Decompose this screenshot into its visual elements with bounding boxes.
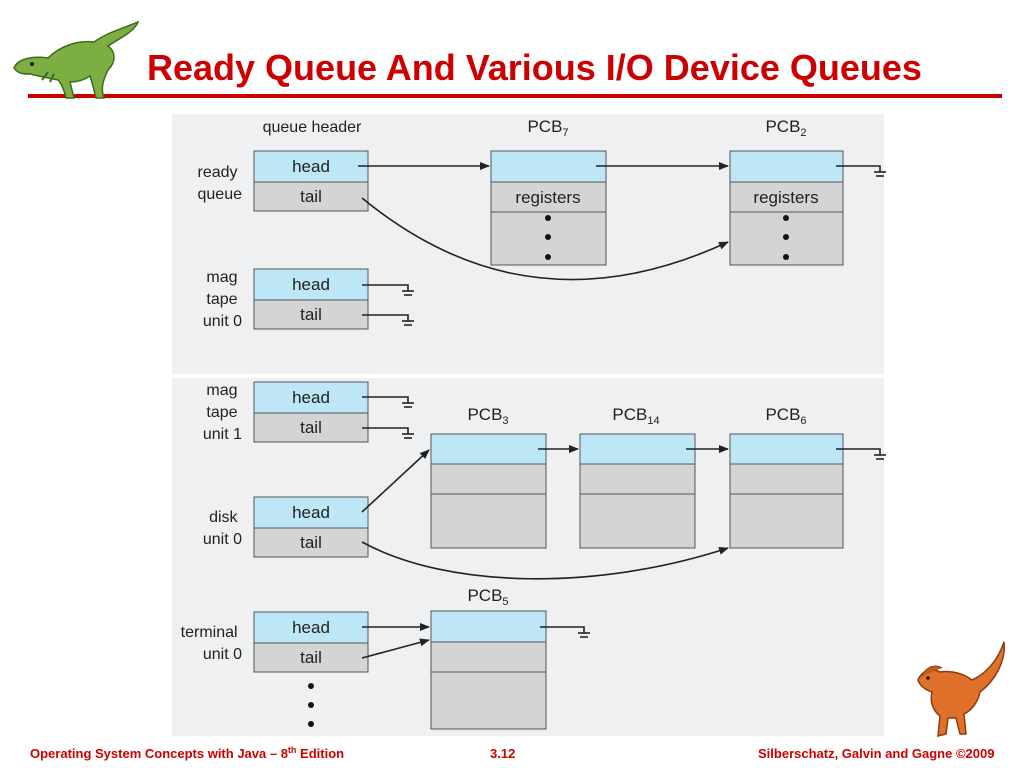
terminal-header: head tail <box>253 611 369 673</box>
null-mag-1-head <box>362 396 414 408</box>
disk-header: head tail <box>253 496 369 558</box>
null-pcb-5 <box>540 626 590 638</box>
pcb-3: PCB3 <box>430 405 547 549</box>
disk-head-label: head <box>292 503 330 522</box>
footer-copyright: Silberschatz, Galvin and Gagne ©2009 <box>758 746 995 761</box>
pointer-arrows <box>358 162 729 659</box>
queue-label-mag-tape-1: mag tape unit 1 <box>203 382 242 443</box>
pcb-7: PCB7 registers <box>490 117 607 266</box>
disk-head-pointer <box>361 449 430 513</box>
pcb-6-label: PCB6 <box>765 405 806 427</box>
disk-tail-pointer <box>361 541 729 580</box>
queue-label-terminal: terminal unit 0 <box>181 624 242 663</box>
null-pointer-symbols <box>362 165 886 638</box>
null-mag-1-tail <box>362 427 414 439</box>
null-mag-0-head <box>362 284 414 296</box>
ready-tail-pointer <box>361 197 729 281</box>
footer-page-number: 3.12 <box>490 746 516 761</box>
terminal-tail-pointer <box>361 638 430 659</box>
mag-tape-0-tail-label: tail <box>300 305 322 324</box>
terminal-tail-label: tail <box>300 648 322 667</box>
null-pcb-2 <box>836 165 886 177</box>
mag-tape-0-head-label: head <box>292 275 330 294</box>
mag-tape-1-head-label: head <box>292 388 330 407</box>
slide-title: Ready Queue And Various I/O Device Queue… <box>147 47 922 88</box>
mag-tape-1-header: head tail <box>253 381 369 443</box>
null-mag-0-tail <box>362 314 414 326</box>
ready-queue-header: head tail <box>253 150 369 212</box>
pcb-2-registers-label: registers <box>753 188 818 207</box>
title-underline <box>28 94 1002 98</box>
pcb-3-label: PCB3 <box>467 405 508 427</box>
pcb-2-label: PCB2 <box>765 117 806 139</box>
orange-dinosaur-icon <box>917 641 1005 737</box>
queue-label-mag-tape-0: mag tape unit 0 <box>203 269 242 330</box>
disk-tail-label: tail <box>300 533 322 552</box>
pcb-7-registers-label: registers <box>515 188 580 207</box>
more-queues-ellipsis <box>308 683 314 727</box>
null-pcb-6 <box>836 448 886 460</box>
pcb-2: PCB2 registers <box>729 117 844 266</box>
pcb-7-label: PCB7 <box>527 117 568 139</box>
terminal-head-label: head <box>292 618 330 637</box>
footer-course-title: Operating System Concepts with Java – 8t… <box>30 745 345 762</box>
pcb-5-label: PCB5 <box>467 586 508 608</box>
queue-label-ready: ready queue <box>198 164 243 203</box>
green-dinosaur-icon <box>13 20 140 99</box>
mag-tape-0-header: head tail <box>253 268 369 330</box>
queue-label-disk: disk unit 0 <box>203 509 242 548</box>
ready-head-label: head <box>292 157 330 176</box>
ready-tail-label: tail <box>300 187 322 206</box>
pcb-14-label: PCB14 <box>612 405 659 427</box>
mag-tape-1-tail-label: tail <box>300 418 322 437</box>
pcb-14: PCB14 <box>579 405 696 549</box>
queue-header-label: queue header <box>263 119 362 136</box>
pcb-5: PCB5 <box>430 586 547 730</box>
pcb-6: PCB6 <box>729 405 844 549</box>
